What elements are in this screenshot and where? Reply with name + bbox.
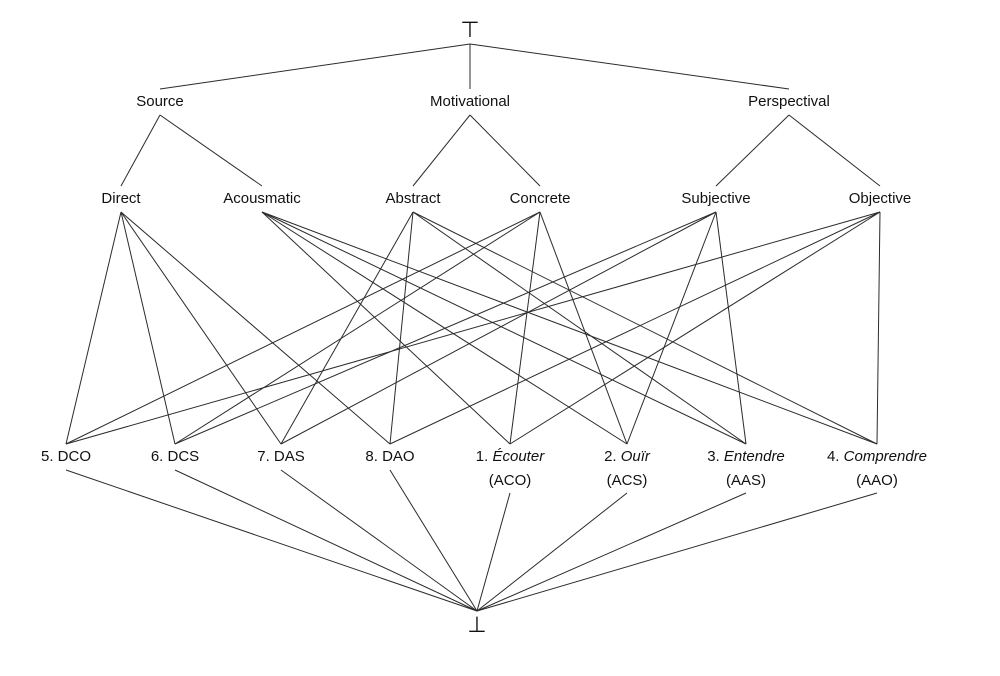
node-acs-number: 2. <box>604 448 621 465</box>
edge-concrete-acs <box>539 211 628 445</box>
node-eco-number: 1. <box>475 448 493 465</box>
edge-aas-bottom <box>476 492 747 612</box>
edge-das-bottom <box>280 469 478 612</box>
node-source: Source <box>132 91 188 113</box>
node-aas-code: (AAS) <box>721 470 771 492</box>
node-aao: 4. Comprendre <box>822 446 932 468</box>
edge-dco-bottom <box>65 469 478 612</box>
node-acs: 2. Ouïr <box>600 446 654 468</box>
node-das: 7. DAS <box>253 446 309 468</box>
edge-subjective-aas <box>715 211 747 445</box>
node-eco: 1. Écouter <box>471 446 549 468</box>
edge-motivational-abstract <box>412 114 471 187</box>
node-acs-code: (ACS) <box>602 470 652 492</box>
edge-objective-dao <box>389 211 881 445</box>
edge-objective-aao <box>876 211 881 445</box>
edge-objective-eco <box>509 211 881 445</box>
edge-acousmatic-aas <box>261 211 747 445</box>
node-direct: Direct <box>97 188 145 210</box>
edge-dao-bottom <box>389 469 478 612</box>
edge-direct-dcs <box>120 211 176 445</box>
node-objective: Objective <box>844 188 916 210</box>
edge-top-source <box>159 43 471 90</box>
node-motivational: Motivational <box>425 91 515 113</box>
node-dcs: 6. DCS <box>146 446 204 468</box>
edge-acousmatic-eco <box>261 211 511 445</box>
node-bottom: ⊥ <box>465 612 489 637</box>
edge-dcs-bottom <box>174 469 478 612</box>
edge-direct-dao <box>120 211 391 445</box>
edge-aao-bottom <box>476 492 878 612</box>
edge-subjective-dcs <box>174 211 717 445</box>
node-aas-label: Entendre <box>723 448 785 465</box>
node-top: ⊤ <box>458 17 482 42</box>
node-aao-label: Comprendre <box>843 448 928 465</box>
node-dao: 8. DAO <box>361 446 419 468</box>
node-aao-number: 4. <box>826 448 844 465</box>
edge-motivational-concrete <box>469 114 541 187</box>
edge-concrete-dco <box>65 211 541 445</box>
node-eco-label: Écouter <box>492 448 545 465</box>
node-concrete: Concrete <box>505 188 575 210</box>
edge-subjective-acs <box>626 211 717 445</box>
node-aao-code: (AAO) <box>852 470 902 492</box>
edge-source-direct <box>120 114 161 187</box>
edge-subjective-das <box>280 211 717 445</box>
edge-objective-dco <box>65 211 881 445</box>
edge-abstract-das <box>280 211 414 445</box>
node-abstract: Abstract <box>381 188 445 210</box>
edge-abstract-aas <box>412 211 747 445</box>
node-perspectival: Perspectival <box>744 91 834 113</box>
node-acs-label: Ouïr <box>620 448 650 465</box>
node-aas: 3. Entendre <box>703 446 789 468</box>
edge-eco-bottom <box>476 492 511 612</box>
node-subjective: Subjective <box>677 188 755 210</box>
edge-acousmatic-aao <box>261 211 878 445</box>
edge-concrete-dcs <box>174 211 541 445</box>
edge-concrete-eco <box>509 211 541 445</box>
node-dco: 5. DCO <box>36 446 96 468</box>
edge-abstract-dao <box>389 211 414 445</box>
edge-perspectival-objective <box>788 114 881 187</box>
edge-direct-dco <box>65 211 122 445</box>
edge-direct-das <box>120 211 282 445</box>
edge-source-acousmatic <box>159 114 263 187</box>
node-acousmatic: Acousmatic <box>219 188 305 210</box>
node-aas-number: 3. <box>707 448 724 465</box>
edge-acs-bottom <box>476 492 628 612</box>
edge-top-perspectival <box>469 43 790 90</box>
edge-perspectival-subjective <box>715 114 790 187</box>
edge-abstract-aao <box>412 211 878 445</box>
node-eco-code: (ACO) <box>484 470 536 492</box>
